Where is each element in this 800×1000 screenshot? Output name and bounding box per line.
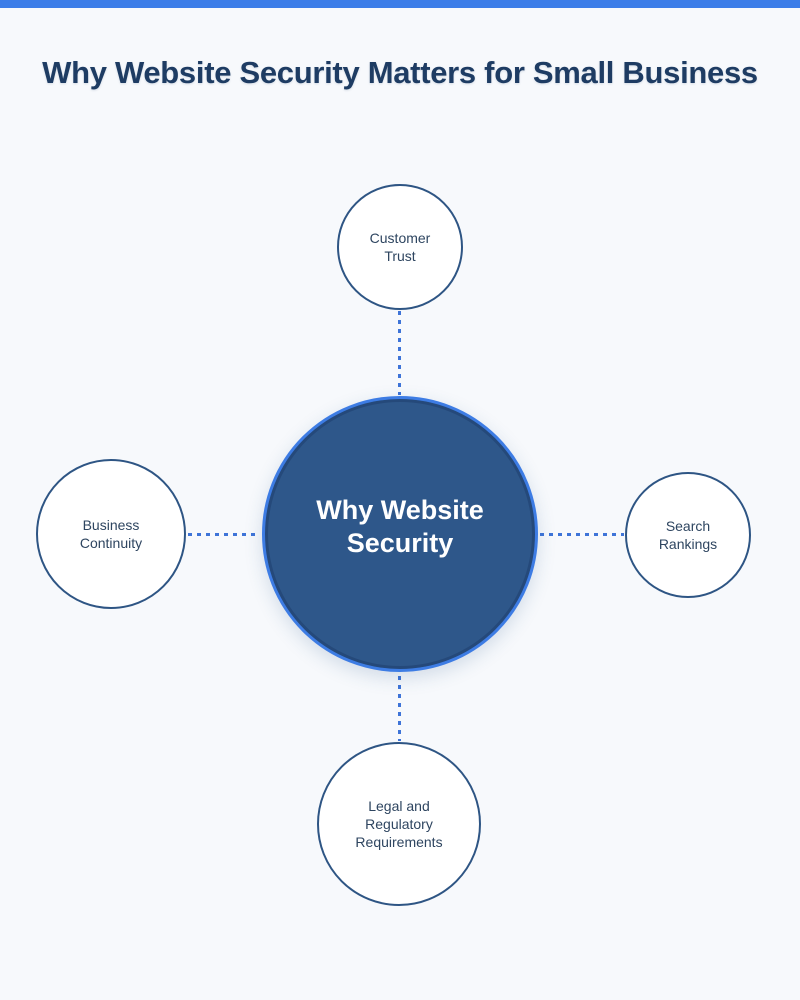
spoke-label-search-rankings: Search Rankings xyxy=(658,518,718,552)
spoke-label-legal-regulatory-requirements: Legal and Regulatory Requirements xyxy=(355,798,443,850)
page-title: Why Website Security Matters for Small B… xyxy=(42,54,758,90)
connector-hub-to-legal-regulatory xyxy=(398,676,401,741)
connector-hub-to-business-continuity xyxy=(188,533,260,536)
spoke-circle-search-rankings: Search Rankings xyxy=(625,472,751,598)
connector-hub-to-customer-trust xyxy=(398,311,401,395)
connector-hub-to-search-rankings xyxy=(540,533,624,536)
hub-circle-why-website-security: Why Website Security xyxy=(262,396,538,672)
top-accent-bar xyxy=(0,0,800,8)
spoke-circle-business-continuity: Business Continuity xyxy=(36,459,186,609)
spoke-label-customer-trust: Customer Trust xyxy=(369,230,431,264)
hub-label: Why Website Security xyxy=(316,495,484,558)
spoke-label-business-continuity: Business Continuity xyxy=(79,517,143,551)
spoke-circle-customer-trust: Customer Trust xyxy=(337,184,463,310)
spoke-circle-legal-regulatory-requirements: Legal and Regulatory Requirements xyxy=(317,742,481,906)
